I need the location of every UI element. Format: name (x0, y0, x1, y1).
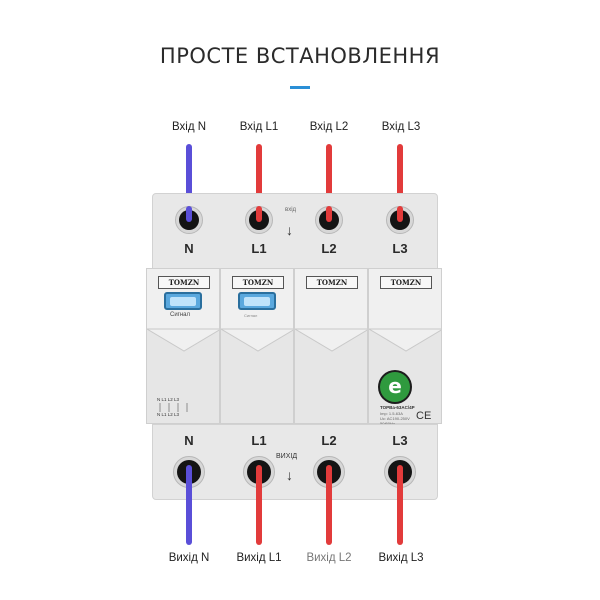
input-wire-l3-end (397, 206, 403, 222)
down-arrow-icon: ↓ (286, 222, 293, 238)
input-wire-l2-end (326, 206, 332, 222)
input-label-l1: Вхід L1 (239, 121, 279, 133)
ce-mark: CE (416, 410, 432, 422)
input-wire-n (186, 144, 192, 220)
wiring-diagram-bottom: N L1 L2 L3 (157, 412, 180, 417)
input-label-n: Вхід N (171, 121, 207, 133)
input-caption: вхід (285, 207, 297, 213)
spec-line-2: Uc: AC190-250V (380, 416, 410, 421)
input-terminal-letter-l3: L3 (392, 241, 408, 256)
brand-label-n: TOMZN (158, 276, 210, 289)
input-label-l3: Вхід L3 (381, 121, 421, 133)
output-label-l3: Вихід L3 (378, 552, 424, 564)
input-wire-l1 (256, 144, 262, 220)
eco-badge-icon: e (380, 372, 410, 402)
title-accent-bar (290, 86, 310, 89)
input-terminal-letter-l1: L1 (251, 241, 267, 256)
spec-line-3: 50/60Hz (380, 421, 395, 426)
down-arrow-icon: ↓ (286, 467, 293, 483)
output-label-n: Вихід N (168, 552, 210, 564)
model-text: TOPBa-63AC/4P (380, 405, 415, 410)
output-terminal-letter-l3: L3 (392, 433, 408, 448)
signal-label: Сигнал (170, 312, 191, 318)
status-indicator-icon (238, 292, 276, 310)
output-caption: ВИХІД (276, 453, 298, 460)
input-wire-n-end (186, 206, 192, 222)
output-wire-l1 (256, 465, 262, 545)
module-l2 (294, 268, 368, 424)
spec-line-1: Imp: 1.5-63A (380, 411, 403, 416)
input-wire-l1-end (256, 206, 262, 222)
signal-label-l1: Сигнал (244, 313, 258, 318)
input-terminal-letter-l2: L2 (321, 241, 337, 256)
output-wire-n (186, 465, 192, 545)
output-terminal-letter-n: N (184, 433, 194, 448)
wiring-diagram-icon (159, 403, 188, 412)
output-label-l2: Вихід L2 (306, 552, 352, 564)
page-title: ПРОСТЕ ВСТАНОВЛЕННЯ (159, 44, 441, 68)
output-wire-l2 (326, 465, 332, 545)
eco-badge-letter: e (388, 374, 402, 398)
brand-label-l1: TOMZN (232, 276, 284, 289)
status-indicator-icon (164, 292, 202, 310)
input-terminal-letter-n: N (184, 241, 194, 256)
output-terminal-letter-l1: L1 (251, 433, 267, 448)
output-wire-l3 (397, 465, 403, 545)
module-l2-shading (295, 328, 367, 423)
output-label-l1: Вихід L1 (236, 552, 282, 564)
module-l1-shading (221, 328, 293, 423)
wiring-diagram-top: N L1 L2 L3 (157, 397, 180, 402)
input-wire-l3 (397, 144, 403, 220)
brand-label-l3: TOMZN (380, 276, 432, 289)
input-label-l2: Вхід L2 (309, 121, 349, 133)
brand-label-l2: TOMZN (306, 276, 358, 289)
output-terminal-letter-l2: L2 (321, 433, 337, 448)
module-n-shading (147, 328, 219, 423)
input-wire-l2 (326, 144, 332, 220)
